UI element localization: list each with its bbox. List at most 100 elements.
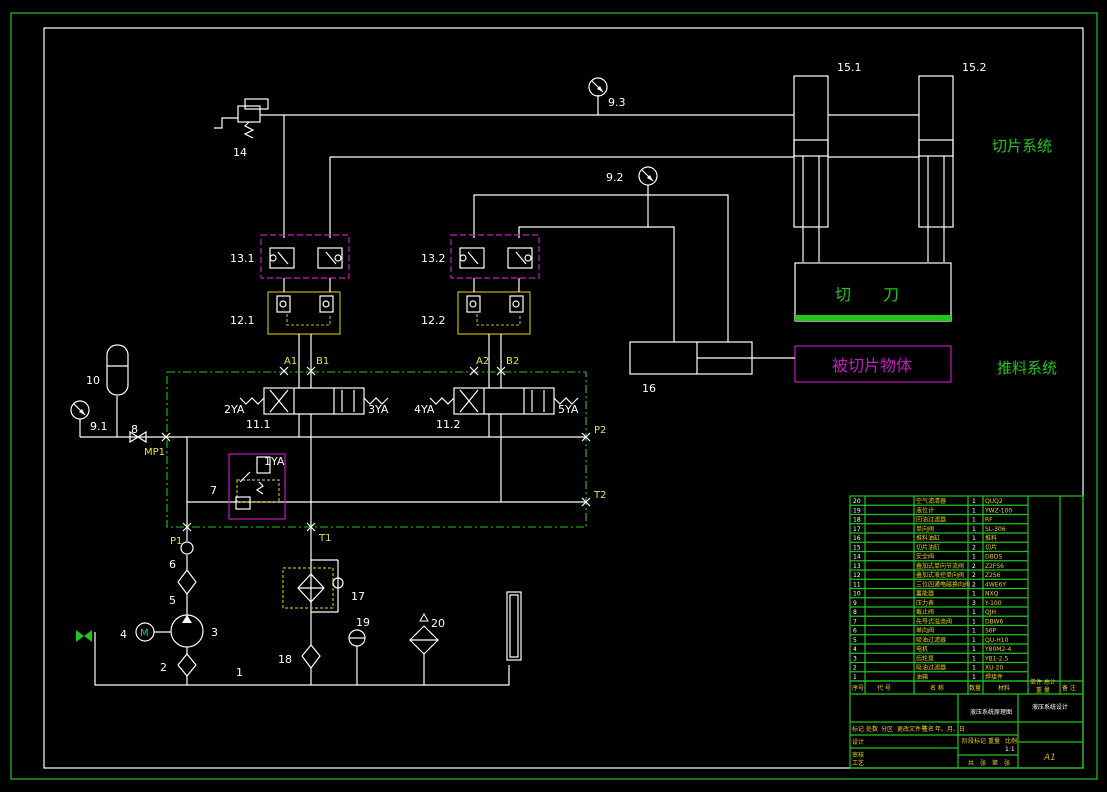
parts-row-no: 9 xyxy=(853,600,857,607)
tb-sign-4: 签名 xyxy=(922,725,934,733)
slicing-pipes xyxy=(283,95,919,238)
tb-header-no: 序号 xyxy=(852,684,864,692)
slicing-system-label: 切片系统 xyxy=(992,137,1052,155)
parts-row-no: 7 xyxy=(853,618,857,625)
parts-row-name: 单向阀 xyxy=(916,627,934,635)
parts-row-qty: 1 xyxy=(972,628,976,635)
pump-section xyxy=(76,527,510,686)
tb-header-weight2: 重 量 xyxy=(1036,686,1050,694)
parts-row-qty: 1 xyxy=(972,517,976,524)
parts-row-model: 4WE6Y xyxy=(985,581,1006,588)
parts-row-qty: 2 xyxy=(972,563,976,570)
parts-row-no: 15 xyxy=(853,544,861,551)
parts-row-model: QJH xyxy=(985,609,996,616)
label-14: 14 xyxy=(233,146,247,159)
port-t2: T2 xyxy=(593,490,606,501)
label-7: 7 xyxy=(210,484,217,497)
parts-row-name: 推料油缸 xyxy=(916,534,940,542)
parts-row-no: 16 xyxy=(853,535,861,542)
parts-row-name: 齿轮泵 xyxy=(916,654,934,662)
parts-row-qty: 1 xyxy=(972,655,976,662)
label-9-3: 9.3 xyxy=(608,96,626,109)
parts-row-name: 叠加式液控单向阀 xyxy=(916,571,964,579)
parts-row-name: 空气滤清器 xyxy=(916,497,946,505)
tb-stage-1: 重量 xyxy=(988,737,1000,745)
port-mp1: MP1 xyxy=(144,447,165,458)
tb-stage-2: 比例 xyxy=(1005,737,1017,745)
parts-row-model: DBDS xyxy=(985,554,1002,561)
cutter-edge xyxy=(795,315,951,321)
label-10: 10 xyxy=(86,374,100,387)
parts-row-model: SL-306 xyxy=(985,526,1006,533)
return-section xyxy=(282,527,344,685)
label-16: 16 xyxy=(642,382,656,395)
parts-row-model: NXQ xyxy=(985,591,999,598)
tb-company: 液压系统设计 xyxy=(1032,703,1068,711)
parts-row-name: 单向阀 xyxy=(916,525,934,533)
parts-row-model: QUQ2 xyxy=(985,498,1003,505)
pushing-pipes xyxy=(473,185,729,342)
safety-valve-14 xyxy=(214,98,284,139)
port-t1: T1 xyxy=(318,533,331,544)
label-11-1: 11.1 xyxy=(246,418,271,431)
parts-row-qty: 2 xyxy=(972,572,976,579)
tb-sign-3: 更改文件号 xyxy=(897,725,927,733)
label-4: 4 xyxy=(120,628,127,641)
label-13-1: 13.1 xyxy=(230,252,255,265)
parts-row-no: 5 xyxy=(853,637,857,644)
label-19: 19 xyxy=(356,616,370,629)
tb-drawing-title: 液压系统原理图 xyxy=(970,708,1012,716)
port-b2: B2 xyxy=(506,356,519,367)
label-2: 2 xyxy=(160,661,167,674)
parts-row-no: 18 xyxy=(853,517,861,524)
directional-valve-11-2 xyxy=(429,387,579,502)
parts-row-qty: 1 xyxy=(972,526,976,533)
parts-row-qty: 1 xyxy=(972,665,976,672)
label-15-1: 15.1 xyxy=(837,61,862,74)
tb-sign-2: 分区 xyxy=(881,725,893,733)
parts-row-qty: 1 xyxy=(972,498,976,505)
parts-row-name: 回油过滤器 xyxy=(916,516,946,524)
workpiece-box xyxy=(794,345,952,383)
parts-row-no: 4 xyxy=(853,646,857,653)
label-12-1: 12.1 xyxy=(230,314,255,327)
parts-row-no: 3 xyxy=(853,655,857,662)
tb-design-0: 设计 xyxy=(852,738,864,746)
tb-sheet-size: A1 xyxy=(1043,753,1056,763)
parts-row-name: 油箱 xyxy=(916,673,928,681)
check-valve-12-2 xyxy=(457,291,531,335)
label-12-2: 12.2 xyxy=(421,314,446,327)
label-17: 17 xyxy=(351,590,365,603)
parts-row-name: 吸油过滤器 xyxy=(916,664,946,672)
tank-accessories xyxy=(348,591,522,685)
parts-row-no: 14 xyxy=(853,554,861,561)
port-p1: P1 xyxy=(170,536,182,547)
parts-row-no: 8 xyxy=(853,609,857,616)
port-a1: A1 xyxy=(284,356,297,367)
parts-row-qty: 1 xyxy=(972,646,976,653)
parts-row-name: 先导式溢流阀 xyxy=(916,617,952,625)
parts-row-no: 2 xyxy=(853,665,857,672)
tb-header-name: 名 称 xyxy=(930,684,944,692)
parts-row-name: 三位四通电磁换向阀 xyxy=(916,580,970,588)
parts-row-name: 蓄能器 xyxy=(916,590,934,598)
pushing-system-label: 推料系统 xyxy=(997,359,1057,377)
parts-row-no: 1 xyxy=(853,674,857,681)
tb-stage-0: 阶段标记 xyxy=(962,737,986,745)
parts-row-name: 叠加式单向节流阀 xyxy=(916,562,964,570)
parts-row-qty: 1 xyxy=(972,591,976,598)
parts-row-name: 安全阀 xyxy=(916,553,934,561)
check-valve-12-1 xyxy=(267,291,341,335)
inner-frame xyxy=(43,27,1084,769)
cylinder-15-2 xyxy=(918,75,954,262)
parts-row-no: 13 xyxy=(853,563,861,570)
parts-row-no: 19 xyxy=(853,507,861,514)
parts-row-model: Y-100 xyxy=(984,600,1002,607)
label-3: 3 xyxy=(211,626,218,639)
parts-row-name: 截止阀 xyxy=(916,608,934,616)
solenoid-3ya: 3YA xyxy=(368,403,389,416)
throttle-valve-13-2 xyxy=(450,234,540,279)
tb-sign-1: 处数 xyxy=(866,725,878,733)
